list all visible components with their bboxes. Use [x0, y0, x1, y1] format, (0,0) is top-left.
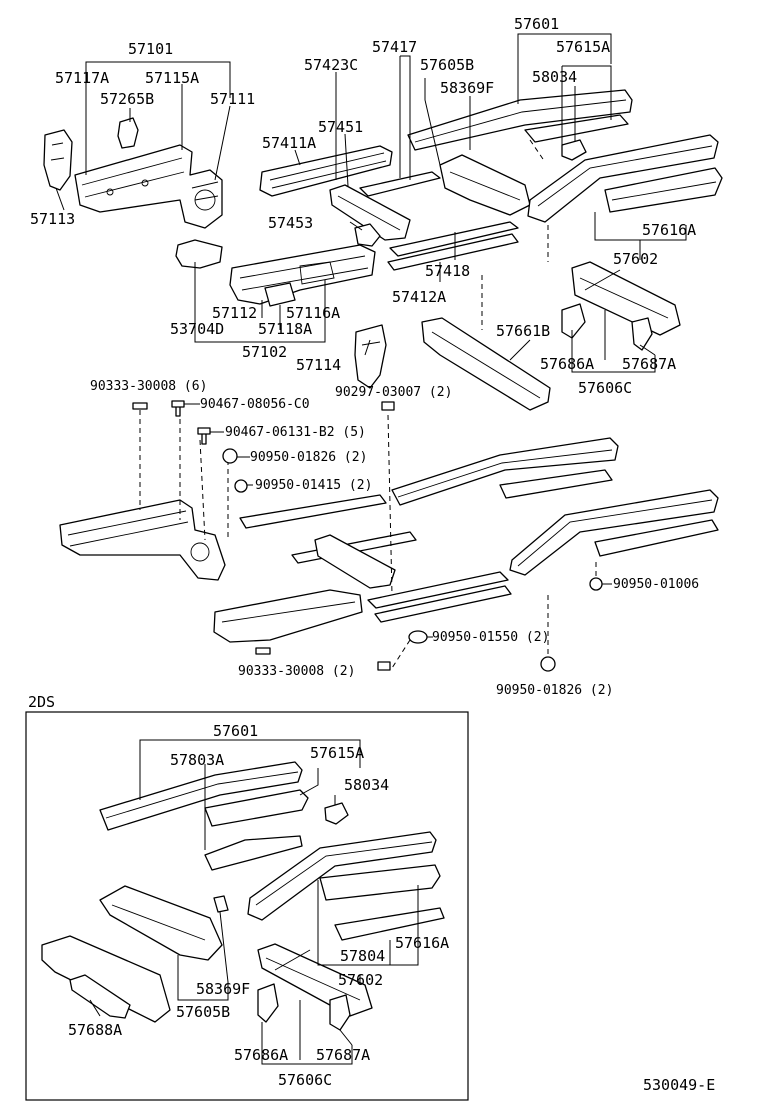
label-57686A: 57686A: [540, 355, 594, 373]
inset-label-58369F: 58369F: [196, 980, 250, 998]
inset-label-57601: 57601: [213, 722, 258, 740]
labels-top: 57101 57117A 57115A 57265B 57111 57113 5…: [30, 15, 696, 397]
label-57616A: 57616A: [642, 221, 696, 239]
label-57112: 57112: [212, 304, 257, 322]
inset-label-57606C: 57606C: [278, 1071, 332, 1089]
inset-label-57602: 57602: [338, 971, 383, 989]
part-57606C-cross-member: [571, 261, 681, 336]
label-57605B: 57605B: [420, 56, 474, 74]
part-57687A-bracket: [631, 317, 653, 351]
part-57616A-extension: [604, 167, 723, 213]
label-57265B: 57265B: [100, 90, 154, 108]
label-53704D: 53704D: [170, 320, 224, 338]
inset-label-57688A: 57688A: [68, 1021, 122, 1039]
label-57412A: 57412A: [392, 288, 446, 306]
inset-parts: [41, 761, 445, 1031]
label-57453: 57453: [268, 214, 313, 232]
label-57687A: 57687A: [622, 355, 676, 373]
inset-label-57803A: 57803A: [170, 751, 224, 769]
label-fastener-5: 90950-01826 (2): [250, 450, 367, 465]
inset-leaders: [89, 739, 419, 1065]
part-57451-member: [329, 184, 411, 241]
part-57615A-stiffener: [524, 114, 629, 143]
part-53704D-bracket: [175, 239, 223, 269]
label-57111: 57111: [210, 90, 255, 108]
inset-label-57605B: 57605B: [176, 1003, 230, 1021]
part-57265B-clip: [117, 117, 139, 149]
label-fastener-8: 90950-01550 (2): [432, 630, 549, 645]
label-57411A: 57411A: [262, 134, 316, 152]
part-57112-side-member: [229, 244, 376, 305]
assembled-frame-view: [59, 437, 719, 643]
label-57113: 57113: [30, 210, 75, 228]
inset-label-57686A: 57686A: [234, 1046, 288, 1064]
part-58034-clip: [561, 139, 587, 161]
leader-lines-top: [55, 33, 687, 373]
label-57602: 57602: [613, 250, 658, 268]
inset-label-57616A: 57616A: [395, 934, 449, 952]
label-57451: 57451: [318, 118, 363, 136]
fastener-leaders: [184, 403, 612, 638]
label-57116A: 57116A: [286, 304, 340, 322]
label-fastener-2: 90467-08056-C0: [200, 397, 310, 412]
inset-frame: [25, 711, 469, 1101]
label-fastener-3: 90297-03007 (2): [335, 385, 452, 400]
label-57114: 57114: [296, 356, 341, 374]
label-57115A: 57115A: [145, 69, 199, 87]
part-57111-front-member: [74, 144, 223, 229]
inset-label-57804: 57804: [340, 947, 385, 965]
part-57602-rear-floor-member: [527, 134, 719, 223]
part-57605B-brace: [439, 154, 531, 216]
label-57661B: 57661B: [496, 322, 550, 340]
label-fastener-4: 90467-06131-B2 (5): [225, 425, 366, 440]
part-57601-rear-member: [407, 89, 633, 151]
label-57601: 57601: [514, 15, 559, 33]
part-57411A-member: [259, 145, 393, 197]
inset-label-57687A: 57687A: [316, 1046, 370, 1064]
part-57686A-bracket: [561, 303, 586, 339]
label-57118A: 57118A: [258, 320, 312, 338]
label-58034: 58034: [532, 68, 577, 86]
part-57114-bracket: [354, 324, 387, 389]
label-57615A: 57615A: [556, 38, 610, 56]
label-57101: 57101: [128, 40, 173, 58]
label-57117A: 57117A: [55, 69, 109, 87]
part-57113-bracket: [43, 129, 73, 191]
inset-label-58034: 58034: [344, 776, 389, 794]
label-58369F: 58369F: [440, 79, 494, 97]
label-fastener-1: 90333-30008 (6): [90, 379, 207, 394]
labels-fasteners: 90333-30008 (6) 90467-08056-C0 90297-030…: [90, 379, 699, 698]
label-57418: 57418: [425, 262, 470, 280]
part-57661B-cross-member: [421, 317, 551, 411]
label-fastener-7: 90950-01006: [613, 577, 699, 592]
inset-labels: 57601 57803A 57615A 58034 57616A 57804 5…: [68, 722, 449, 1089]
label-fastener-6: 90950-01415 (2): [255, 478, 372, 493]
alignment-lines: [139, 139, 597, 669]
label-57423C: 57423C: [304, 56, 358, 74]
part-57412A-rail: [387, 233, 519, 271]
part-57418-rail: [389, 221, 519, 257]
inset-label-57615A: 57615A: [310, 744, 364, 762]
part-57417-strip: [359, 171, 441, 197]
label-fastener-10: 90950-01826 (2): [496, 683, 613, 698]
figure-code: 530049-E: [643, 1076, 715, 1094]
label-57102: 57102: [242, 343, 287, 361]
label-57606C: 57606C: [578, 379, 632, 397]
label-57417: 57417: [372, 38, 417, 56]
inset-title: 2DS: [28, 693, 55, 711]
label-fastener-9: 90333-30008 (2): [238, 664, 355, 679]
part-57118A-plate: [264, 282, 296, 307]
